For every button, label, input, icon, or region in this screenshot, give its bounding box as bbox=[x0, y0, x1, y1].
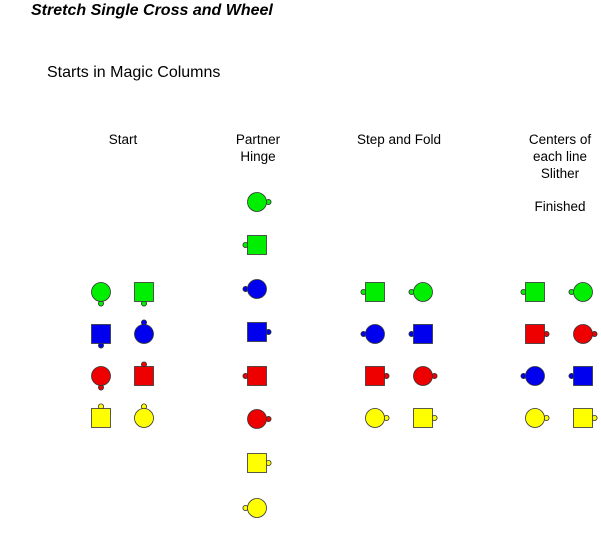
dancer-hinge-red-girl bbox=[242, 366, 267, 386]
dancer-start-blue-girl bbox=[91, 324, 111, 349]
circle-dancer-body bbox=[365, 324, 385, 344]
dancer-slither-yellow-boy bbox=[525, 408, 550, 428]
dancer-hinge-green-girl bbox=[242, 235, 267, 255]
circle-dancer-body bbox=[413, 282, 433, 302]
circle-dancer-body bbox=[525, 366, 545, 386]
dancer-fold-green-girl bbox=[360, 282, 385, 302]
column-heading-line: Hinge bbox=[240, 149, 276, 164]
circle-dancer-body bbox=[91, 282, 111, 302]
column-heading-line: each line bbox=[532, 149, 588, 164]
column-heading-start: Start bbox=[63, 131, 183, 148]
circle-dancer-body bbox=[365, 408, 385, 428]
square-dancer-body bbox=[365, 282, 385, 302]
dancer-start-red-girl bbox=[134, 361, 154, 386]
dancer-slither-red-girl bbox=[525, 324, 550, 344]
dancer-fold-blue-girl bbox=[408, 324, 433, 344]
dancer-slither-green-girl bbox=[520, 282, 545, 302]
dancer-hinge-yellow-boy bbox=[242, 498, 267, 518]
square-dancer-body bbox=[525, 282, 545, 302]
dancer-fold-green-boy bbox=[408, 282, 433, 302]
finished-label: Finished bbox=[534, 199, 586, 214]
square-dancer-body bbox=[247, 453, 267, 473]
circle-dancer-body bbox=[247, 279, 267, 299]
square-dancer-body bbox=[134, 282, 154, 302]
column-heading-slither: Centers of each line Slither bbox=[500, 131, 601, 182]
square-dancer-body bbox=[247, 366, 267, 386]
column-heading-partner-hinge: Partner Hinge bbox=[198, 131, 318, 165]
dancer-slither-blue-girl bbox=[568, 366, 593, 386]
dancer-hinge-blue-boy bbox=[242, 279, 267, 299]
circle-dancer-body bbox=[247, 498, 267, 518]
dancer-start-green-girl bbox=[134, 282, 154, 307]
dancer-slither-blue-boy bbox=[520, 366, 545, 386]
circle-dancer-body bbox=[413, 366, 433, 386]
square-dancer-body bbox=[365, 366, 385, 386]
square-dancer-body bbox=[91, 324, 111, 344]
column-heading-line: Slither bbox=[540, 166, 580, 181]
column-heading-line: Step and Fold bbox=[356, 132, 442, 147]
circle-dancer-body bbox=[134, 324, 154, 344]
dancer-slither-yellow-girl bbox=[573, 408, 598, 428]
dancer-slither-green-boy bbox=[568, 282, 593, 302]
square-dancer-body bbox=[134, 366, 154, 386]
diagram-subtitle: Starts in Magic Columns bbox=[47, 64, 221, 81]
dancer-fold-yellow-girl bbox=[413, 408, 438, 428]
dancer-slither-red-boy bbox=[573, 324, 598, 344]
column-heading-line: Start bbox=[108, 132, 138, 147]
circle-dancer-body bbox=[247, 409, 267, 429]
dancer-fold-blue-boy bbox=[360, 324, 385, 344]
circle-dancer-body bbox=[91, 366, 111, 386]
square-dancer-body bbox=[247, 235, 267, 255]
dancer-start-blue-boy bbox=[134, 319, 154, 344]
circle-dancer-body bbox=[573, 324, 593, 344]
dancer-fold-red-boy bbox=[413, 366, 438, 386]
column-heading-step-and-fold: Step and Fold bbox=[339, 131, 459, 148]
dancer-hinge-yellow-girl bbox=[247, 453, 272, 473]
square-dancer-body bbox=[525, 324, 545, 344]
square-dancer-body bbox=[247, 322, 267, 342]
dancer-hinge-red-boy bbox=[247, 409, 272, 429]
square-dancer-body bbox=[573, 408, 593, 428]
dancer-start-red-boy bbox=[91, 366, 111, 391]
circle-dancer-body bbox=[247, 192, 267, 212]
dancer-fold-yellow-boy bbox=[365, 408, 390, 428]
square-dancer-body bbox=[91, 408, 111, 428]
circle-dancer-body bbox=[573, 282, 593, 302]
dancer-start-green-boy bbox=[91, 282, 111, 307]
diagram-title: Stretch Single Cross and Wheel bbox=[31, 2, 273, 19]
square-dancer-body bbox=[573, 366, 593, 386]
square-dancer-body bbox=[413, 408, 433, 428]
square-dancer-body bbox=[413, 324, 433, 344]
column-heading-line: Centers of bbox=[528, 132, 592, 147]
dancer-hinge-blue-girl bbox=[247, 322, 272, 342]
column-heading-line: Partner bbox=[235, 132, 281, 147]
circle-dancer-body bbox=[525, 408, 545, 428]
dancer-start-yellow-girl bbox=[91, 403, 111, 428]
dancer-hinge-green-boy bbox=[247, 192, 272, 212]
dancer-fold-red-girl bbox=[365, 366, 390, 386]
dancer-start-yellow-boy bbox=[134, 403, 154, 428]
circle-dancer-body bbox=[134, 408, 154, 428]
